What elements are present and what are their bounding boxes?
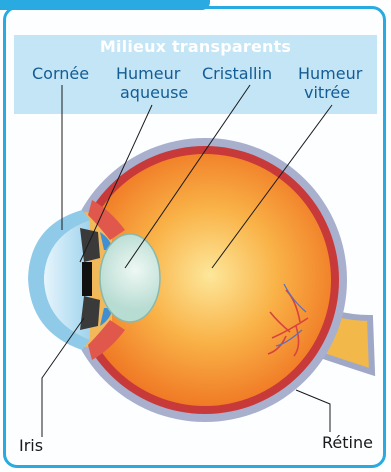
label-iris: Iris xyxy=(19,436,43,455)
lens xyxy=(100,234,160,322)
label-retine: Rétine xyxy=(322,433,373,452)
leader-retine xyxy=(296,390,330,432)
pupil xyxy=(82,262,92,296)
